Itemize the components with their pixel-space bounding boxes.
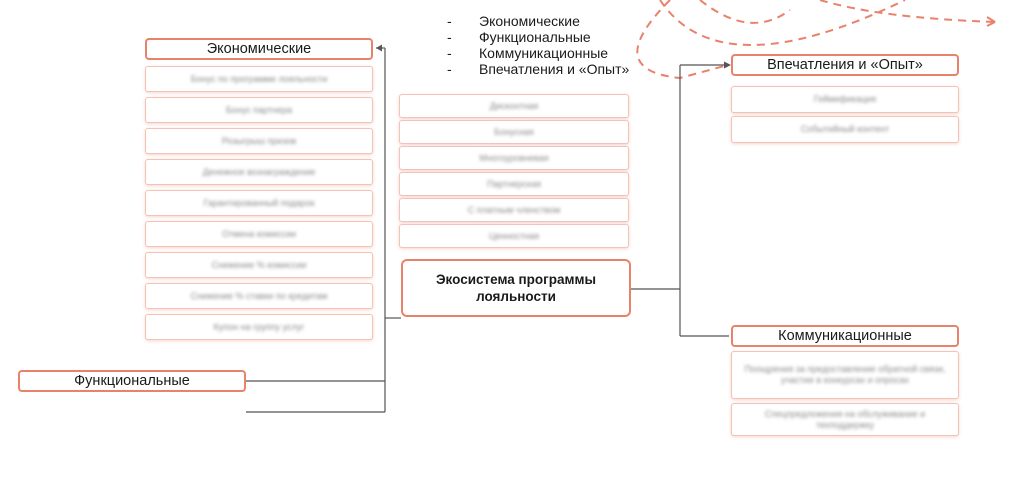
decorative-arrow-head bbox=[986, 16, 996, 27]
decorative-arc-outer bbox=[659, 0, 906, 46]
decorative-arc-right bbox=[819, 0, 996, 23]
decorative-arc-inner bbox=[699, 0, 791, 24]
arrow-experience bbox=[724, 61, 731, 69]
economic-item: Купон на группу услуг bbox=[145, 314, 373, 340]
legend-item: -Экономические bbox=[447, 13, 580, 29]
experience-item: Геймификация bbox=[731, 86, 959, 113]
decorative-arc-left bbox=[636, 0, 729, 80]
program-type-item: Дисконтная bbox=[399, 94, 629, 118]
program-type-item: Партнерская bbox=[399, 172, 629, 196]
arrow-economic bbox=[376, 44, 382, 52]
communication-item: Спецпредложения на обслуживание и техпод… bbox=[731, 403, 959, 436]
legend-item: -Впечатления и «Опыт» bbox=[447, 61, 630, 77]
experience-item: Событийный контент bbox=[731, 116, 959, 143]
program-type-item: Многоуровневая bbox=[399, 146, 629, 170]
economic-item: Снижение % ставки по кредитам bbox=[145, 283, 373, 309]
category-experience: Впечатления и «Опыт» bbox=[731, 54, 959, 76]
economic-item: Розыгрыш призов bbox=[145, 128, 373, 154]
economic-item: Отмена комиссии bbox=[145, 221, 373, 247]
economic-item: Бонус по программе лояльности bbox=[145, 66, 373, 92]
legend-item: -Коммуникационные bbox=[447, 45, 609, 61]
legend-list: -Экономические -Функциональные -Коммуник… bbox=[447, 13, 629, 77]
center-node: Экосистема программы лояльности bbox=[401, 259, 631, 317]
category-economic: Экономические bbox=[145, 38, 373, 60]
economic-item: Снижение % комиссии bbox=[145, 252, 373, 278]
economic-item: Денежное вознаграждение bbox=[145, 159, 373, 185]
economic-item: Бонус партнера bbox=[145, 97, 373, 123]
program-type-item: Ценностная bbox=[399, 224, 629, 248]
program-type-item: С платным членством bbox=[399, 198, 629, 222]
category-communication: Коммуникационные bbox=[731, 325, 959, 347]
economic-item: Гарантированный подарок bbox=[145, 190, 373, 216]
legend-item: -Функциональные bbox=[447, 29, 591, 45]
category-functional: Функциональные bbox=[18, 370, 246, 392]
program-type-item: Бонусная bbox=[399, 120, 629, 144]
communication-item: Поощрения за предоставление обратной свя… bbox=[731, 351, 959, 399]
